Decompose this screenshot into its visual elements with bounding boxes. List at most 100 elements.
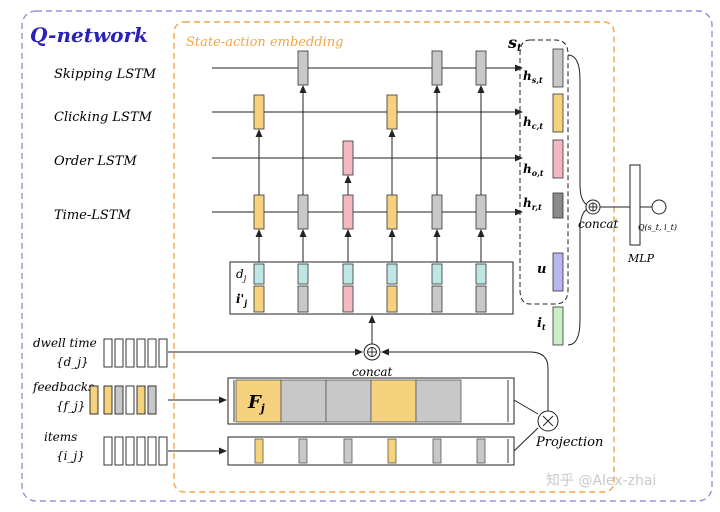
- concat-bottom-label: concat: [352, 365, 393, 379]
- feedback-box: [147, 385, 157, 415]
- projection-label: Projection: [535, 435, 603, 450]
- fj-segment: [370, 379, 417, 423]
- skip-lstm-cell: [431, 50, 443, 86]
- state-label: st: [507, 33, 522, 54]
- fj-segment: [325, 379, 372, 423]
- dwell-embedding-cell: [297, 263, 309, 285]
- dwell-embedding-cell: [431, 263, 443, 285]
- projection-x-2: [542, 415, 554, 427]
- item-mark: [432, 438, 442, 464]
- embedding-title: State-action embedding: [186, 35, 343, 50]
- q-network-frame: [21, 10, 713, 502]
- item-box: [103, 436, 113, 466]
- dwell-box: [136, 338, 146, 368]
- item-mark: [298, 438, 308, 464]
- item-box: [136, 436, 146, 466]
- dwell-embedding-cell: [475, 263, 487, 285]
- dwell-embedding-cell: [342, 263, 354, 285]
- items-frame: [227, 436, 515, 466]
- dwell-box: [125, 338, 135, 368]
- item-box: [158, 436, 168, 466]
- embedding-frame: [173, 21, 615, 493]
- time-lstm-cell: [431, 194, 443, 230]
- time-lstm-cell: [253, 194, 265, 230]
- feedback-boxes: [89, 385, 157, 415]
- lstm-label-order: Order LSTM: [54, 154, 137, 169]
- fj-label: Fj: [247, 392, 265, 415]
- u-label: u: [537, 262, 546, 277]
- input-ij-label: i'j: [236, 292, 247, 308]
- i-label: it: [537, 316, 546, 332]
- feedbacks-set: {f_j}: [56, 399, 85, 413]
- item-embedding-cell: [297, 285, 309, 313]
- feedback-box: [103, 385, 113, 415]
- skip-lstm-cell: [297, 50, 309, 86]
- dwell-boxes: [103, 338, 168, 368]
- click-lstm-cell: [386, 94, 398, 130]
- fj-to-projection: [513, 399, 539, 415]
- fj-segment: [280, 379, 327, 423]
- item-box: [114, 436, 124, 466]
- item-mark: [387, 438, 397, 464]
- dwell-box: [158, 338, 168, 368]
- time-lstm-cell: [342, 194, 354, 230]
- item-embedding-cell: [431, 285, 443, 313]
- order-lstm-cell: [342, 140, 354, 176]
- dwell-embedding-cell: [386, 263, 398, 285]
- state-block-skip: [552, 48, 564, 88]
- mlp-label: MLP: [627, 252, 655, 265]
- h-label-click: hc,t: [523, 115, 543, 131]
- item-embedding-cell: [475, 285, 487, 313]
- fj-segment: [415, 379, 462, 423]
- items-input: items {i_j}: [44, 430, 85, 463]
- q-output-node: [651, 199, 667, 215]
- concat-right-label: concat: [578, 217, 619, 231]
- watermark: 知乎 @Alex-zhai: [546, 472, 656, 489]
- projection-to-concat: [381, 348, 549, 412]
- network-title: Q-network: [30, 23, 148, 47]
- h-label-order: ho,t: [523, 162, 544, 178]
- feedback-box: [136, 385, 146, 415]
- feedbacks-input: feedbacks {f_j}: [32, 380, 94, 413]
- time-lstm-cell: [297, 194, 309, 230]
- feedback-box: [89, 385, 99, 415]
- dwell-box: [147, 338, 157, 368]
- lstm-label-clicking: Clicking LSTM: [54, 110, 153, 125]
- item-embedding-cell: [253, 285, 265, 313]
- items-to-projection: [513, 427, 539, 452]
- item-embedding-cell: [386, 285, 398, 313]
- lstm-labels: Skipping LSTM Clicking LSTM Order LSTM T…: [54, 67, 157, 223]
- h-labels: hs,t hc,t ho,t hr,t u it: [523, 69, 546, 332]
- skip-lstm-cell: [475, 50, 487, 86]
- q-label: Q(s_t, i_t): [638, 223, 677, 232]
- feedbacks-title: feedbacks: [32, 380, 94, 394]
- item-boxes: [103, 436, 168, 466]
- item-mark: [476, 438, 486, 464]
- state-block-time: [552, 192, 564, 219]
- mlp-block: [629, 164, 641, 246]
- click-lstm-cell: [253, 94, 265, 130]
- lstm-label-skipping: Skipping LSTM: [54, 67, 157, 82]
- dwell-box: [114, 338, 124, 368]
- state-bracket: [519, 39, 569, 305]
- input-dj-label: dj: [236, 267, 247, 283]
- state-block-click: [552, 93, 564, 133]
- lstm-label-time: Time-LSTM: [54, 208, 131, 223]
- state-block-it: [552, 306, 564, 346]
- state-block-order: [552, 139, 564, 179]
- item-embedding-cell: [342, 285, 354, 313]
- item-box: [125, 436, 135, 466]
- state-block-u: [552, 252, 564, 292]
- time-lstm-cell: [475, 194, 487, 230]
- dwell-title: dwell time: [33, 336, 97, 350]
- input-stack-frame: [229, 261, 514, 315]
- h-label-time: hr,t: [523, 196, 542, 212]
- items-title: items: [44, 430, 77, 444]
- bottom-connectors: [168, 315, 549, 455]
- fj-segments: [233, 379, 509, 423]
- item-mark: [343, 438, 353, 464]
- fj-segment: [235, 379, 282, 423]
- dwell-set: {d_j}: [56, 355, 89, 369]
- state-brace: [567, 54, 593, 346]
